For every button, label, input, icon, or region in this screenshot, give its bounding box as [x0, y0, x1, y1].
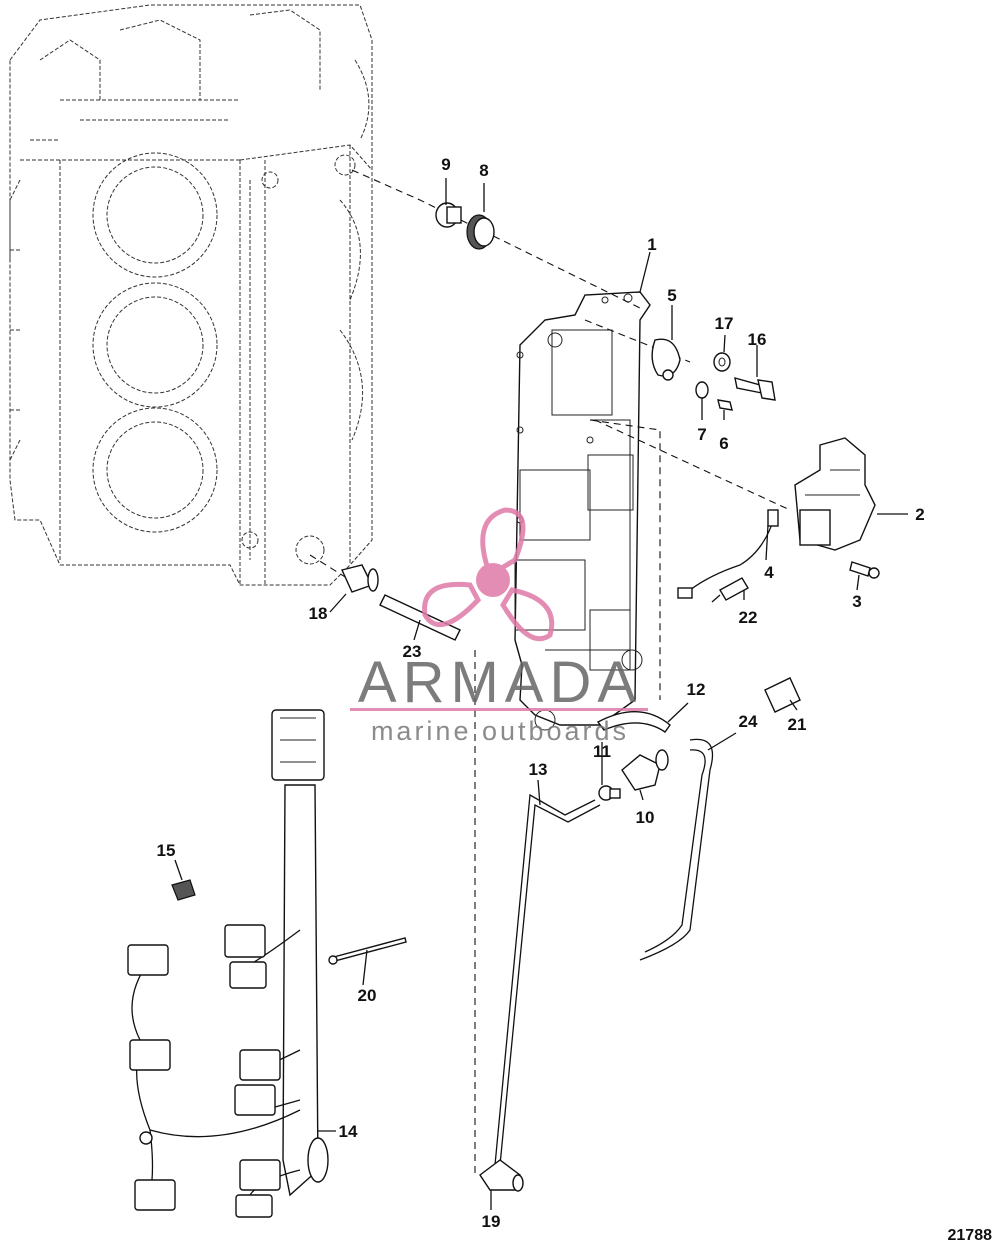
callout-10: 10	[636, 808, 655, 827]
part-7-washer	[695, 381, 709, 399]
part-5-clip	[651, 338, 681, 381]
callout-8: 8	[479, 161, 488, 180]
part-24-hose	[639, 738, 714, 961]
part-20-cable-tie	[328, 937, 407, 965]
callout-23: 23	[403, 642, 422, 661]
part-22-sensor	[711, 577, 749, 603]
figure-number: 21788	[948, 1227, 993, 1244]
callout-12: 12	[687, 680, 706, 699]
callout-9: 9	[441, 155, 450, 174]
part-14-wiring-harness	[127, 709, 329, 1218]
callout-3: 3	[852, 592, 861, 611]
part-21-clip	[764, 677, 801, 713]
part-8-grommet	[466, 214, 495, 250]
part-18-fitting	[341, 564, 379, 593]
callout-14: 14	[339, 1122, 358, 1141]
callout-17: 17	[715, 314, 734, 333]
armada-watermark: ARMADA marine outboards	[350, 507, 648, 746]
part-10-fitting	[621, 749, 669, 791]
callout-20: 20	[358, 986, 377, 1005]
part-11-fitting	[598, 785, 621, 801]
callout-labels: 9 8 1 5 17 16 7 6 2 4 3 22 18 23 12 21 2…	[157, 155, 925, 1231]
leader-lines	[174, 178, 908, 1210]
part-2-sensor	[794, 437, 876, 551]
callout-13: 13	[529, 760, 548, 779]
part-16-bolt	[734, 377, 776, 401]
part-12-clamp	[596, 711, 671, 733]
part-13-tube	[494, 793, 601, 1166]
callout-5: 5	[667, 286, 676, 305]
callout-6: 6	[719, 434, 728, 453]
callout-15: 15	[157, 841, 176, 860]
callout-4: 4	[764, 563, 774, 582]
callout-2: 2	[915, 505, 924, 524]
callout-22: 22	[739, 608, 758, 627]
callout-21: 21	[788, 715, 807, 734]
callout-16: 16	[748, 330, 767, 349]
assembly-lines	[309, 169, 791, 1175]
propeller-logo-icon	[422, 507, 555, 642]
callout-24: 24	[739, 712, 758, 731]
callout-1: 1	[647, 235, 656, 254]
callout-18: 18	[309, 604, 328, 623]
part-17-washer	[713, 352, 731, 372]
part-19-tee	[479, 1159, 524, 1192]
watermark-brand: ARMADA	[358, 650, 642, 715]
engine-block	[9, 4, 373, 586]
part-9-bolt	[435, 202, 462, 228]
part-4-wire	[677, 509, 779, 599]
part-3-screw	[849, 561, 880, 579]
part-15-clip	[171, 879, 196, 901]
part-23-hose	[379, 594, 461, 641]
callout-7: 7	[697, 425, 706, 444]
callout-11: 11	[593, 742, 611, 761]
watermark-rule	[350, 708, 648, 711]
part-6-screw	[717, 399, 733, 411]
watermark-tagline: marine outboards	[371, 716, 629, 746]
callout-19: 19	[482, 1212, 501, 1231]
